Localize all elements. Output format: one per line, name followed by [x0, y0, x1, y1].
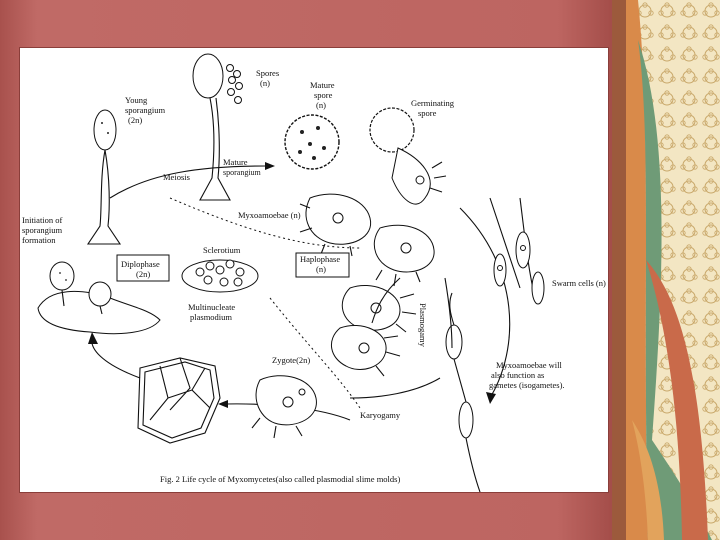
- arrowhead: [218, 400, 228, 408]
- label-mature-sporangium: sporangium: [223, 168, 262, 177]
- myxoamoeba: [331, 324, 401, 377]
- label-plasmogamy: Plasmogamy: [418, 303, 428, 348]
- germinating-spore: [369, 107, 447, 205]
- label-haplophase: (n): [316, 264, 326, 274]
- label-mature-sporangium: Mature: [223, 157, 248, 167]
- label-mature-spore: Mature: [310, 80, 335, 90]
- haplophase-box: [295, 252, 350, 278]
- mature-sporangium: [192, 53, 243, 201]
- label-sclerotium: Sclerotium: [203, 245, 241, 255]
- label-initiation: sporangium: [22, 225, 63, 235]
- cycle-arrow-right: [459, 207, 511, 399]
- label-diplophase: Diplophase: [121, 259, 160, 269]
- label-myxoamoebae: Myxoamoebae (n): [238, 210, 301, 220]
- zygote: [251, 375, 317, 439]
- mature-spore: [284, 114, 340, 170]
- label-initiation: formation: [22, 235, 56, 245]
- figure-caption: Fig. 2 Life cycle of Myxomycetes(also ca…: [160, 474, 400, 484]
- label-young-sporangium: sporangium: [125, 105, 166, 115]
- label-multinucleate: Multinucleate: [188, 302, 235, 312]
- gametes: [445, 292, 481, 492]
- myxomycetes-life-cycle-diagram: Spores (n) Young sporangium (2n) Mature …: [22, 53, 606, 492]
- diplophase-box: [116, 254, 170, 282]
- label-spores: Spores: [256, 68, 279, 78]
- decorative-floral-border: [612, 0, 720, 540]
- label-karyogamy: Karyogamy: [360, 410, 401, 420]
- young-sporangium: [86, 109, 122, 245]
- cycle-arrow-top: [109, 165, 266, 199]
- plasmogamy-arrow: [444, 277, 453, 349]
- arrowhead: [265, 162, 275, 170]
- label-mature-spore: spore: [314, 90, 333, 100]
- myxoamoeba: [299, 193, 372, 257]
- label-swarm-cells: Swarm cells (n): [552, 278, 606, 288]
- label-zygote: Zygote(2n): [272, 355, 310, 365]
- karyogamy-arrow: [349, 377, 441, 399]
- diagram-panel: Spores (n) Young sporangium (2n) Mature …: [20, 48, 608, 492]
- arrowhead: [88, 332, 98, 344]
- label-spores-ploidy: (n): [260, 78, 270, 88]
- label-germinating-spore: spore: [418, 108, 437, 118]
- label-germinating-spore: Germinating: [411, 98, 455, 108]
- label-young-sporangium: Young: [125, 95, 148, 105]
- sclerotium: [181, 259, 259, 293]
- label-young-sporangium: (2n): [128, 115, 142, 125]
- meiosis-dotted-line: [169, 197, 361, 249]
- label-multinucleate: plasmodium: [190, 312, 232, 322]
- label-mature-spore: (n): [316, 100, 326, 110]
- label-myxoamoebae-gametes: Myxoamoebae will: [496, 360, 562, 370]
- haplo-arrow: [371, 277, 401, 324]
- haplo-diplo-dotted-line: [269, 297, 361, 409]
- label-haplophase: Haplophase: [300, 254, 340, 264]
- cycle-arrow-left: [91, 337, 141, 379]
- swarm-cells: [489, 197, 545, 305]
- label-initiation: Initiation of: [22, 215, 63, 225]
- label-meiosis: Meiosis: [163, 172, 190, 182]
- label-myxoamoebae-gametes: also function as: [491, 370, 544, 380]
- sporangium-initiation: [37, 261, 161, 335]
- arrowhead: [486, 392, 496, 404]
- label-myxoamoebae-gametes: gametes (isogametes).: [489, 380, 565, 390]
- myxoamoeba: [373, 224, 435, 287]
- multinucleate-plasmodium: [137, 357, 221, 444]
- label-diplophase: (2n): [136, 269, 150, 279]
